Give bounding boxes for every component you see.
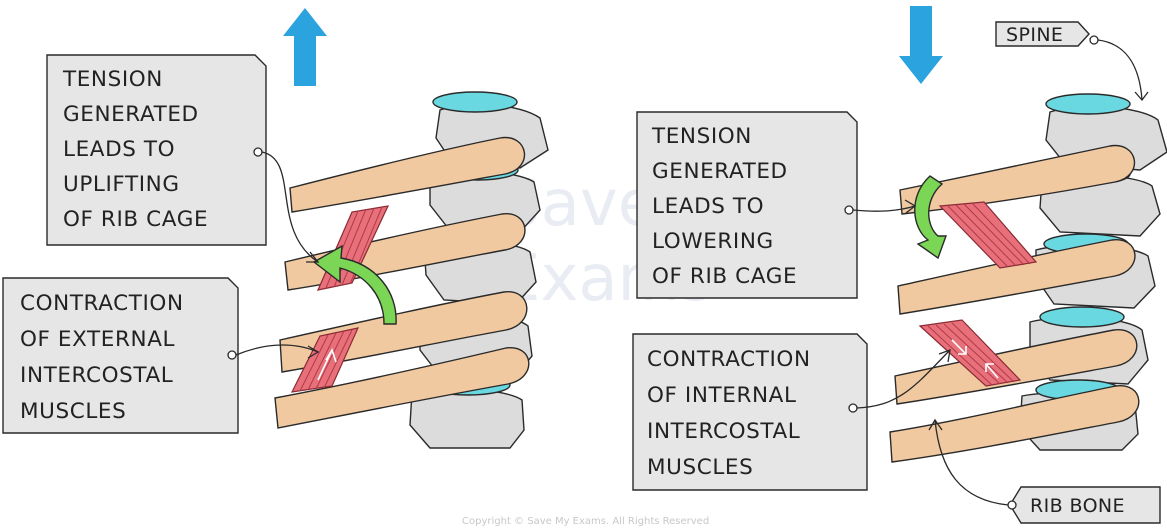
- right-contraction-leader-dot: [849, 404, 857, 412]
- left-contraction-leader-dot: [228, 351, 236, 359]
- spine-leader-dot: [1090, 36, 1098, 44]
- spine-label: SPINE: [1006, 24, 1063, 46]
- left-tension-leader-dot: [254, 148, 262, 156]
- rib-bone-leader-dot: [1008, 501, 1016, 509]
- right-tension-leader-dot: [845, 206, 853, 214]
- right-internal-intercostal-muscle-upper: [940, 202, 1036, 268]
- rib-bone-label: RIB BONE: [1030, 495, 1125, 517]
- arrow-up-icon: [283, 8, 327, 86]
- left-panel: TENSION GENERATED LEADS TO UPLIFTING OF …: [3, 8, 548, 448]
- spine-leader: [1098, 40, 1142, 100]
- right-panel: SPINE TENSION GENERATED LEADS TO LOWERIN…: [633, 6, 1167, 523]
- arrow-down-icon: [899, 6, 943, 84]
- copyright-text: Copyright © Save My Exams. All Rights Re…: [462, 516, 709, 527]
